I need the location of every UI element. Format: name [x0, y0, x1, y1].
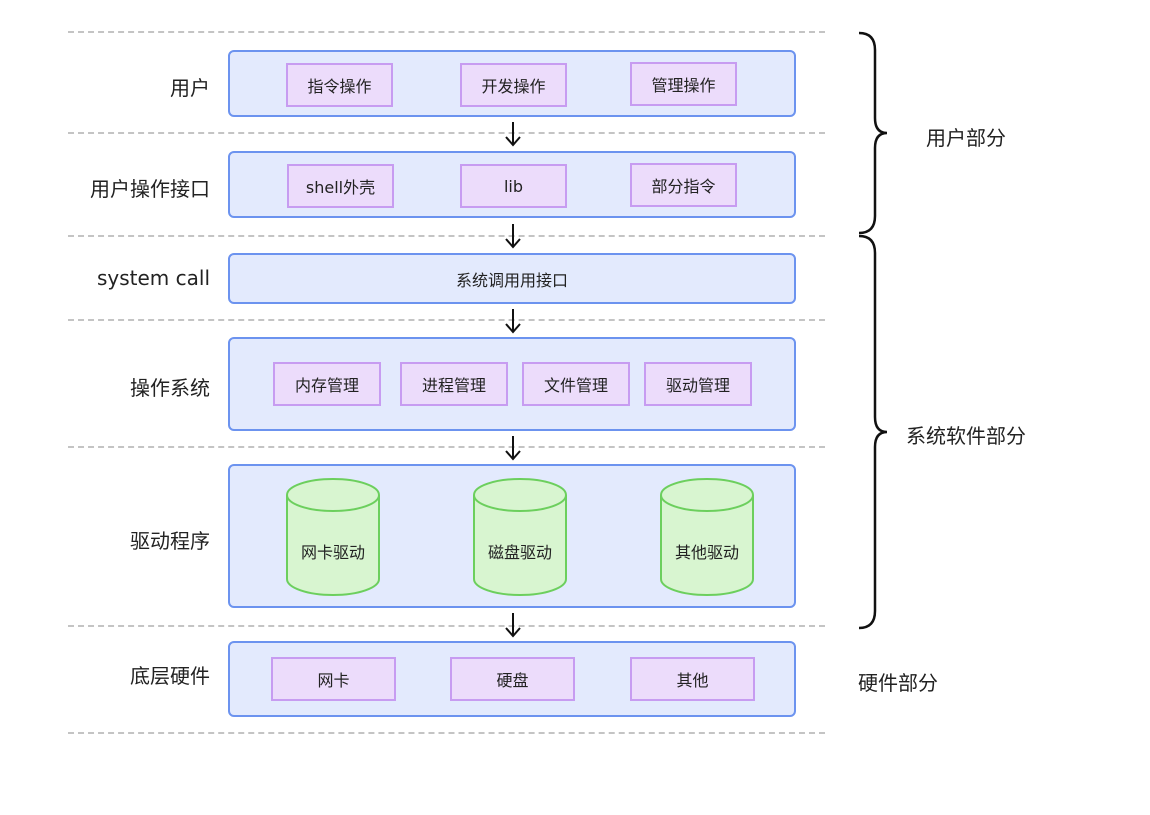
item-partial-command: 部分指令: [630, 163, 737, 207]
item-develop-op: 开发操作: [460, 63, 567, 107]
layer-os: 内存管理 进程管理 文件管理 驱动管理: [228, 337, 796, 431]
arrow-down-icon: [505, 309, 521, 334]
separator-line: [68, 31, 825, 33]
arrow-down-icon: [505, 613, 521, 638]
driver-other: 其他驱动: [659, 477, 755, 597]
separator-line: [68, 625, 825, 627]
separator-line: [68, 132, 825, 134]
driver-nic: 网卡驱动: [285, 477, 381, 597]
layer-label-os: 操作系统: [130, 376, 210, 400]
item-shell: shell外壳: [287, 164, 394, 208]
group-label-user: 用户部分: [926, 126, 1006, 150]
separator-line: [68, 732, 825, 734]
item-command-op: 指令操作: [286, 63, 393, 107]
arrow-down-icon: [505, 224, 521, 249]
item-process-mgmt: 进程管理: [400, 362, 508, 406]
driver-disk-label: 磁盘驱动: [487, 543, 552, 562]
system-call-interface-text: 系统调用用接口: [455, 270, 568, 290]
brace-system-icon: [858, 234, 888, 630]
brace-user-icon: [858, 31, 888, 235]
layer-system-call: 系统调用用接口: [228, 253, 796, 304]
layer-label-hardware: 底层硬件: [130, 664, 210, 688]
group-label-hardware: 硬件部分: [858, 671, 938, 695]
separator-line: [68, 446, 825, 448]
item-lib: lib: [460, 164, 567, 208]
layer-label-drivers: 驱动程序: [130, 529, 210, 553]
layer-label-user-interface: 用户操作接口: [90, 177, 210, 201]
layer-user: 指令操作 开发操作 管理操作: [228, 50, 796, 117]
item-file-mgmt: 文件管理: [522, 362, 630, 406]
item-manage-op: 管理操作: [630, 62, 737, 106]
layer-hardware: 网卡 硬盘 其他: [228, 641, 796, 717]
arrow-down-icon: [505, 122, 521, 147]
driver-nic-label: 网卡驱动: [300, 543, 365, 562]
driver-other-label: 其他驱动: [674, 543, 739, 562]
layer-user-interface: shell外壳 lib 部分指令: [228, 151, 796, 218]
item-memory-mgmt: 内存管理: [273, 362, 381, 406]
item-nic: 网卡: [271, 657, 396, 701]
layer-label-user: 用户: [170, 76, 210, 100]
item-other: 其他: [630, 657, 755, 701]
layer-label-system-call: system call: [96, 266, 210, 290]
driver-disk: 磁盘驱动: [472, 477, 568, 597]
item-disk: 硬盘: [450, 657, 575, 701]
arrow-down-icon: [505, 436, 521, 461]
group-label-system: 系统软件部分: [906, 424, 1026, 448]
item-driver-mgmt: 驱动管理: [644, 362, 752, 406]
separator-line: [68, 235, 825, 237]
separator-line: [68, 319, 825, 321]
